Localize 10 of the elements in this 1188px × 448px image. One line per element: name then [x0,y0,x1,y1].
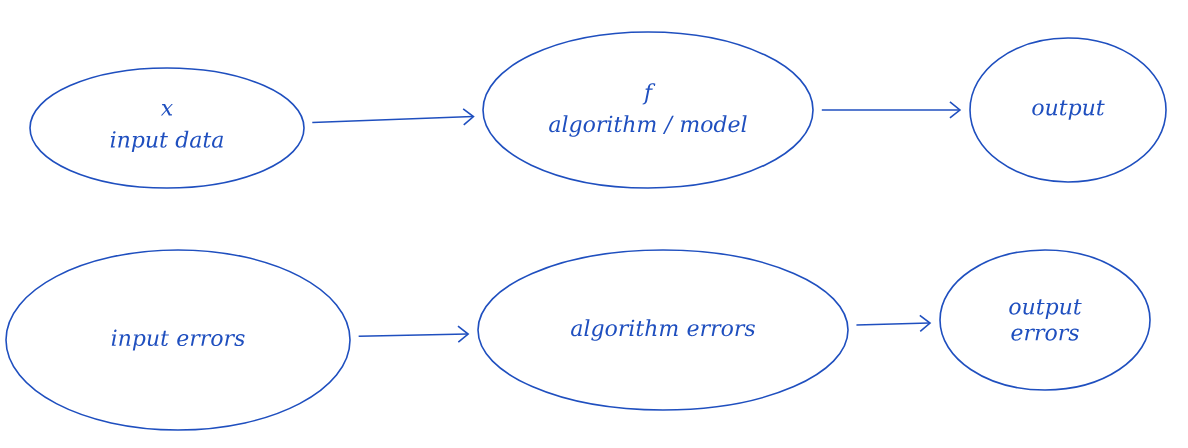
ellipse-node: output [969,37,1167,183]
arrow [311,108,475,126]
ellipse-node: algorithm errors [477,249,849,411]
ellipse-node: input errors [5,249,351,431]
arrow [855,314,932,333]
ellipse-node: f algorithm / model [482,31,814,189]
ellipse-node: x input data [29,67,305,189]
arrow [821,101,962,119]
arrow [357,325,470,344]
ellipse-node: output errors [939,249,1151,391]
